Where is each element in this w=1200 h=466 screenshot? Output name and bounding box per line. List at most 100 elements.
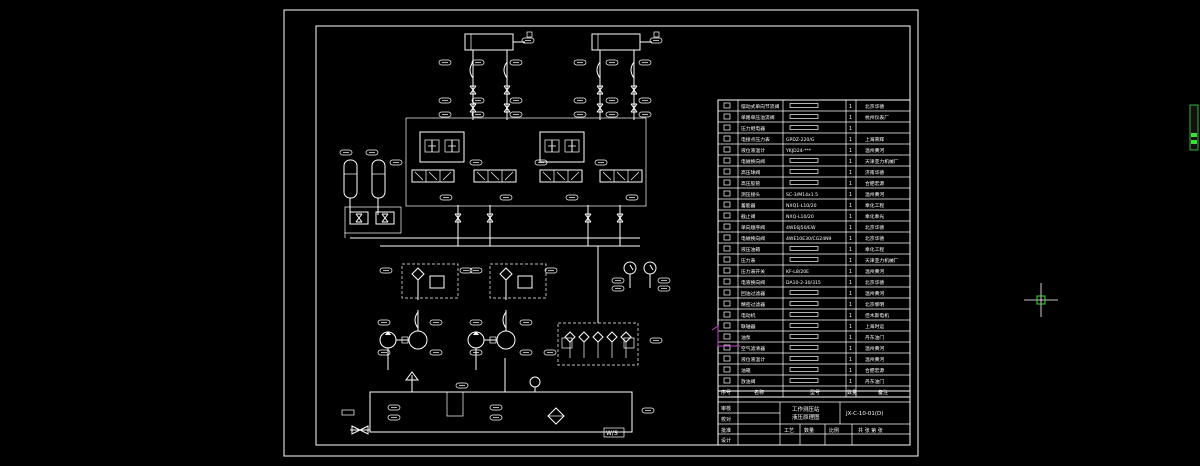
part-name: 放油阀	[741, 378, 756, 385]
part-source: 济南华德	[865, 169, 884, 176]
part-source: 北京华德	[865, 279, 884, 286]
part-source: 上海时运	[865, 323, 884, 330]
part-qty: 1	[849, 148, 852, 154]
row-number-box	[723, 289, 731, 296]
row-number-box	[723, 124, 731, 131]
part-name: 油泵	[741, 334, 751, 341]
part-name: 电磁换向阀	[741, 235, 765, 242]
part-qty: 1	[849, 236, 852, 242]
tank-label-box	[603, 427, 625, 438]
part-qty: 1	[849, 324, 852, 330]
part-name: 测压接头	[741, 191, 760, 198]
part-name: 单路单压溢流阀	[741, 114, 775, 121]
title-row-design: 设计	[721, 437, 731, 444]
part-qty: 1	[849, 159, 852, 165]
drawing-title-line2: 液压原理图	[792, 413, 820, 421]
title-block-frame	[717, 390, 911, 446]
row-number-box	[723, 102, 731, 109]
row-number-box	[723, 355, 731, 362]
part-source: 温州黄河	[865, 147, 884, 154]
part-name: 电磁换向阀	[741, 158, 765, 165]
row-number-box	[723, 267, 731, 274]
part-source: 奉化工程	[865, 246, 884, 253]
title-scale-label: 比例	[829, 427, 839, 434]
part-name: 蓄能器	[741, 202, 756, 209]
part-name: 电液换向阀	[741, 279, 765, 286]
part-source: 温州黄河	[865, 356, 884, 363]
table-header-cell: 序号	[721, 389, 731, 396]
row-number-box	[723, 333, 731, 340]
sheet-inner-border	[315, 25, 911, 446]
part-source: 北京华德	[865, 103, 884, 110]
title-row-process: 工艺	[784, 428, 794, 434]
part-qty: 1	[849, 181, 852, 187]
part-qty: 1	[849, 170, 852, 176]
part-qty: 1	[849, 313, 852, 319]
part-source: 奉化工程	[865, 202, 884, 209]
row-number-box	[723, 179, 731, 186]
part-name: 高压胶管	[741, 180, 760, 187]
part-qty: 1	[849, 225, 852, 231]
part-source: 天津亚力机械厂	[865, 158, 899, 165]
part-qty: 1	[849, 214, 852, 220]
row-number-box	[723, 377, 731, 384]
vertical-scroll-widget[interactable]	[1189, 104, 1199, 151]
row-number-box	[723, 311, 731, 318]
part-qty: 1	[849, 126, 852, 132]
row-number-box	[723, 168, 731, 175]
part-source: 温州黄河	[865, 290, 884, 297]
part-name: 压力表开关	[741, 268, 765, 275]
part-qty: 1	[849, 368, 852, 374]
part-source: 奉化奉光	[865, 213, 884, 220]
part-qty: 1	[849, 192, 852, 198]
part-name: 液位液温计	[741, 356, 765, 363]
table-header-cell: 名称	[754, 389, 764, 396]
row-number-box	[723, 212, 731, 219]
title-row-check: 校对	[721, 416, 731, 423]
sheet-outer-border	[283, 9, 919, 457]
part-qty: 1	[849, 269, 852, 275]
part-qty: 1	[849, 258, 852, 264]
part-name: 电动机	[741, 312, 756, 319]
part-source: 杭州仪表厂	[865, 114, 889, 121]
part-source: 温州黄河	[865, 191, 884, 198]
part-model: SC-3/M14x1.5	[786, 192, 818, 198]
part-source: 合肥宏源	[865, 180, 884, 187]
part-name: 压力继电器	[741, 125, 765, 132]
title-row-review: 审核	[721, 405, 731, 412]
drawing-title-line1: 工作测压站	[792, 405, 820, 413]
selection-marker	[711, 325, 740, 347]
part-model: NXQ-L10/20	[786, 214, 814, 220]
part-qty: 1	[849, 291, 852, 297]
row-number-box	[723, 201, 731, 208]
row-number-box	[723, 190, 731, 197]
part-name: 回油过滤器	[741, 290, 765, 297]
row-number-box	[723, 234, 731, 241]
part-qty: 1	[849, 357, 852, 363]
row-number-box	[723, 256, 731, 263]
row-number-box	[723, 135, 731, 142]
part-qty: 1	[849, 247, 852, 253]
part-source: 佳木斯电机	[865, 312, 889, 319]
table-header-cell: 备注	[878, 389, 888, 396]
title-block: 审核 设计 校对 批准 工艺 数量 比例 共 张 第 张 工作测压站 液压原理图…	[717, 390, 911, 446]
crosshair-cursor	[1024, 283, 1058, 317]
part-qty: 1	[849, 115, 852, 121]
part-name: 联轴器	[741, 323, 756, 330]
part-source: 北京华德	[865, 235, 884, 242]
part-qty: 1	[849, 104, 852, 110]
part-model: KF-L8/20E	[786, 269, 809, 275]
part-name: 电接点压力表	[741, 136, 770, 143]
parts-table-frame	[717, 99, 911, 398]
part-source: 天津亚力机械厂	[865, 257, 899, 264]
part-qty: 1	[849, 346, 852, 352]
part-qty: 1	[849, 302, 852, 308]
part-qty: 1	[849, 280, 852, 286]
table-header-cell: 型号	[810, 389, 820, 396]
row-number-box	[723, 344, 731, 351]
part-model: DA10-2-30/315	[786, 280, 821, 286]
part-source: 丹东油门	[865, 334, 884, 341]
part-source: 温州黄河	[865, 268, 884, 275]
part-source: 丹东油门	[865, 378, 884, 385]
